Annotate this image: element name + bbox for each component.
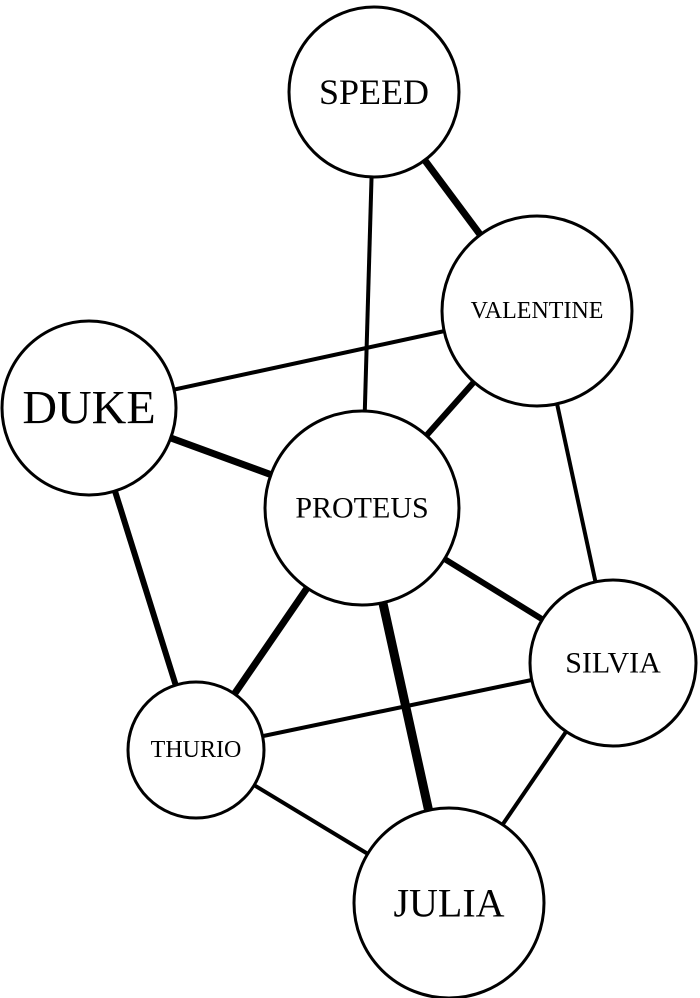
node-thurio: THURIO (126, 680, 266, 820)
node-speed: SPEED (287, 5, 461, 179)
node-label-speed: SPEED (319, 72, 429, 112)
node-circle-julia (352, 806, 546, 998)
node-label-duke: DUKE (22, 382, 155, 435)
node-circle-silvia (528, 578, 698, 748)
node-circle-duke (0, 319, 178, 497)
node-valentine: VALENTINE (440, 214, 634, 408)
node-circle-proteus (263, 409, 461, 607)
nodes-layer: SPEED VALENTINE DUKE PROTEUS SILVIA THURIO JUL… (0, 5, 698, 998)
node-label-proteus: PROTEUS (295, 492, 428, 525)
node-label-thurio: THURIO (151, 737, 242, 763)
node-label-julia: JULIA (393, 881, 504, 926)
node-duke: DUKE (0, 319, 178, 497)
node-proteus: PROTEUS (263, 409, 461, 607)
node-circle-valentine (440, 214, 634, 408)
node-label-silvia: SILVIA (565, 647, 661, 680)
node-julia: JULIA (352, 806, 546, 998)
node-circle-thurio (126, 680, 266, 820)
node-silvia: SILVIA (528, 578, 698, 748)
node-circle-speed (287, 5, 461, 179)
node-label-valentine: VALENTINE (471, 298, 604, 324)
